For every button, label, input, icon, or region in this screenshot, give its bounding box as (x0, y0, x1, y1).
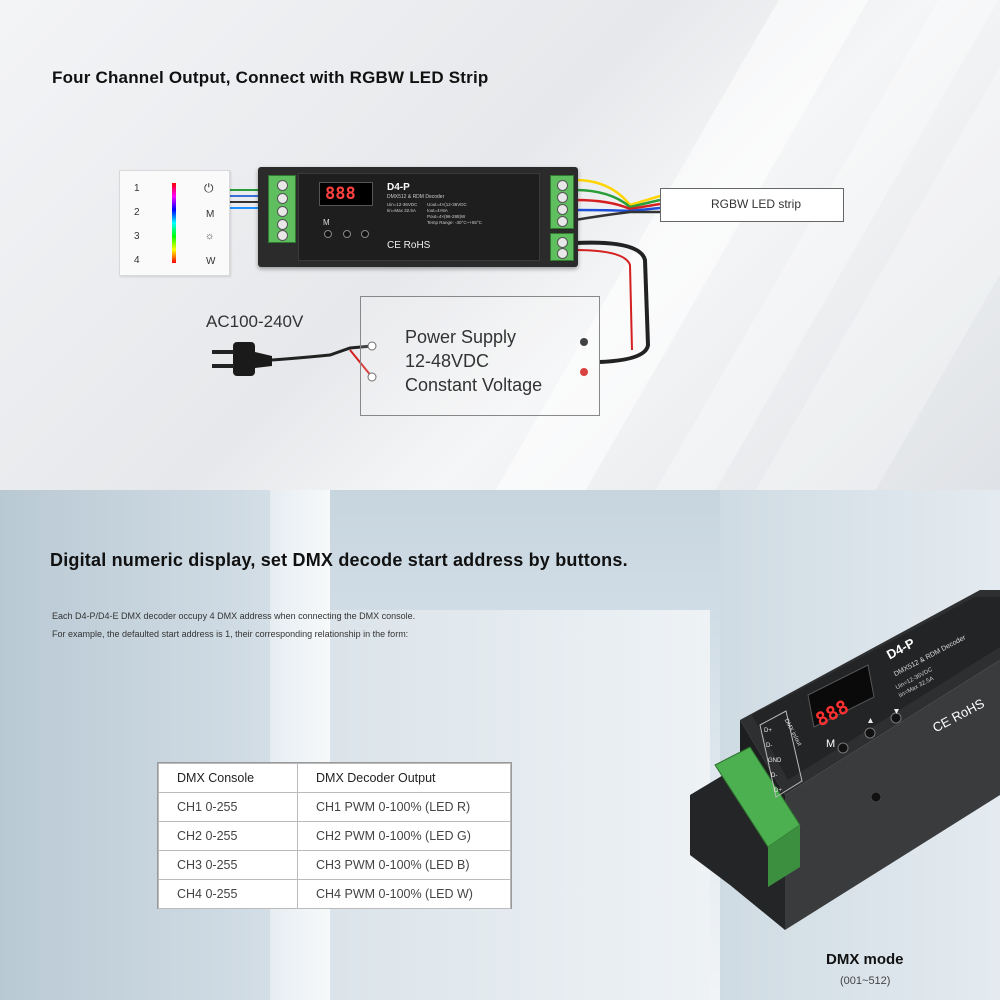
output-terminal (550, 175, 574, 229)
power-icon: ⏻ (204, 181, 214, 195)
wiring-diagram (212, 178, 670, 382)
brightness-icon: ☼ (205, 231, 215, 242)
touch-panel: 1 2 3 4 ⏻ M ☼ W (119, 170, 230, 276)
spec-uout: Uout=4×(12-36VDC (427, 202, 467, 207)
up-button[interactable] (343, 230, 351, 238)
decoder-unit: 888 M D4-P DMX512 & RDM Decoder Uin=12-3… (258, 167, 578, 267)
touch-w-label: W (206, 256, 216, 267)
table-cell: CH3 PWM 0-100% (LED B) (297, 850, 511, 880)
decoder-subtitle: DMX512 & RDM Decoder (387, 194, 445, 200)
table-row: CH1 0-255 CH1 PWM 0-100% (LED R) (158, 792, 511, 822)
spec-uin: Uin=12-36VDC (387, 202, 418, 207)
top-heading: Four Channel Output, Connect with RGBW L… (52, 68, 489, 87)
spec-temp: Temp Range: -30°C~+55°C (427, 220, 482, 225)
note-line-1: Each D4-P/D4-E DMX decoder occupy 4 DMX … (52, 611, 416, 621)
color-wheel-bar (172, 183, 176, 263)
note-line-2: For example, the defaulted start address… (52, 629, 409, 639)
power-supply-box: Power Supply 12-48VDC Constant Voltage (360, 296, 600, 416)
ps-line-3: Constant Voltage (405, 375, 543, 395)
ps-line-2: 12-48VDC (405, 351, 490, 371)
port-label-2: D- (766, 743, 773, 749)
table-cell: CH2 PWM 0-100% (LED G) (297, 821, 511, 851)
dmx-mapping-table: DMX Console DMX Decoder Output CH1 0-255… (157, 762, 512, 909)
dmx-mode-range: (001~512) (840, 975, 891, 987)
product-m-label: M (826, 738, 836, 750)
bottom-heading: Digital numeric display, set DMX decode … (50, 550, 628, 570)
touch-label-2: 2 (134, 207, 140, 218)
spec-pout: Pout=4×(96-288)W (427, 214, 466, 219)
table-header: DMX Console (158, 763, 298, 793)
table-cell: CH4 PWM 0-100% (LED W) (297, 879, 511, 909)
strip-label: RGBW LED strip (711, 197, 802, 211)
dmx-mode-label: DMX mode (826, 951, 904, 968)
port-label-4: D- (771, 773, 778, 779)
table-row: CH2 0-255 CH2 PWM 0-100% (LED G) (158, 821, 511, 851)
cert-marks: CE RoHS (387, 240, 431, 251)
display-digits: 888 (325, 184, 356, 204)
table-header: DMX Decoder Output (297, 763, 511, 793)
power-terminal (550, 233, 574, 261)
table-cell: CH2 0-255 (158, 821, 298, 851)
spec-iin: Iin=Max 32.5A (387, 208, 416, 213)
table-cell: CH4 0-255 (158, 879, 298, 909)
table-cell: CH1 PWM 0-100% (LED R) (297, 792, 511, 822)
spec-iout: Iout=4×8A (427, 208, 448, 213)
table-header-row: DMX Console DMX Decoder Output (158, 763, 511, 793)
decoder-face: 888 M D4-P DMX512 & RDM Decoder Uin=12-3… (298, 173, 540, 261)
port-label-1: D+ (764, 728, 772, 734)
down-button[interactable] (361, 230, 369, 238)
decoder-model: D4-P (387, 182, 410, 193)
rgbw-led-strip: RGBW LED strip (660, 188, 844, 222)
touch-label-3: 3 (134, 231, 140, 242)
m-button[interactable] (324, 230, 332, 238)
m-label: M (323, 218, 330, 227)
port-label-3: GND (768, 758, 782, 764)
touch-m-label: M (206, 209, 215, 220)
table-cell: CH1 0-255 (158, 792, 298, 822)
table-cell: CH3 0-255 (158, 850, 298, 880)
port-label-5: D+ (774, 788, 782, 794)
seven-segment-display: 888 (319, 182, 373, 206)
decoder-product-render (690, 590, 1000, 930)
input-terminal (268, 175, 296, 243)
table-row: CH3 0-255 CH3 PWM 0-100% (LED B) (158, 850, 511, 880)
ps-line-1: Power Supply (405, 327, 517, 347)
table-row: CH4 0-255 CH4 PWM 0-100% (LED W) (158, 879, 511, 909)
touch-label-4: 4 (134, 255, 140, 266)
touch-label-1: 1 (134, 183, 140, 194)
ac-label: AC100-240V (206, 312, 304, 331)
